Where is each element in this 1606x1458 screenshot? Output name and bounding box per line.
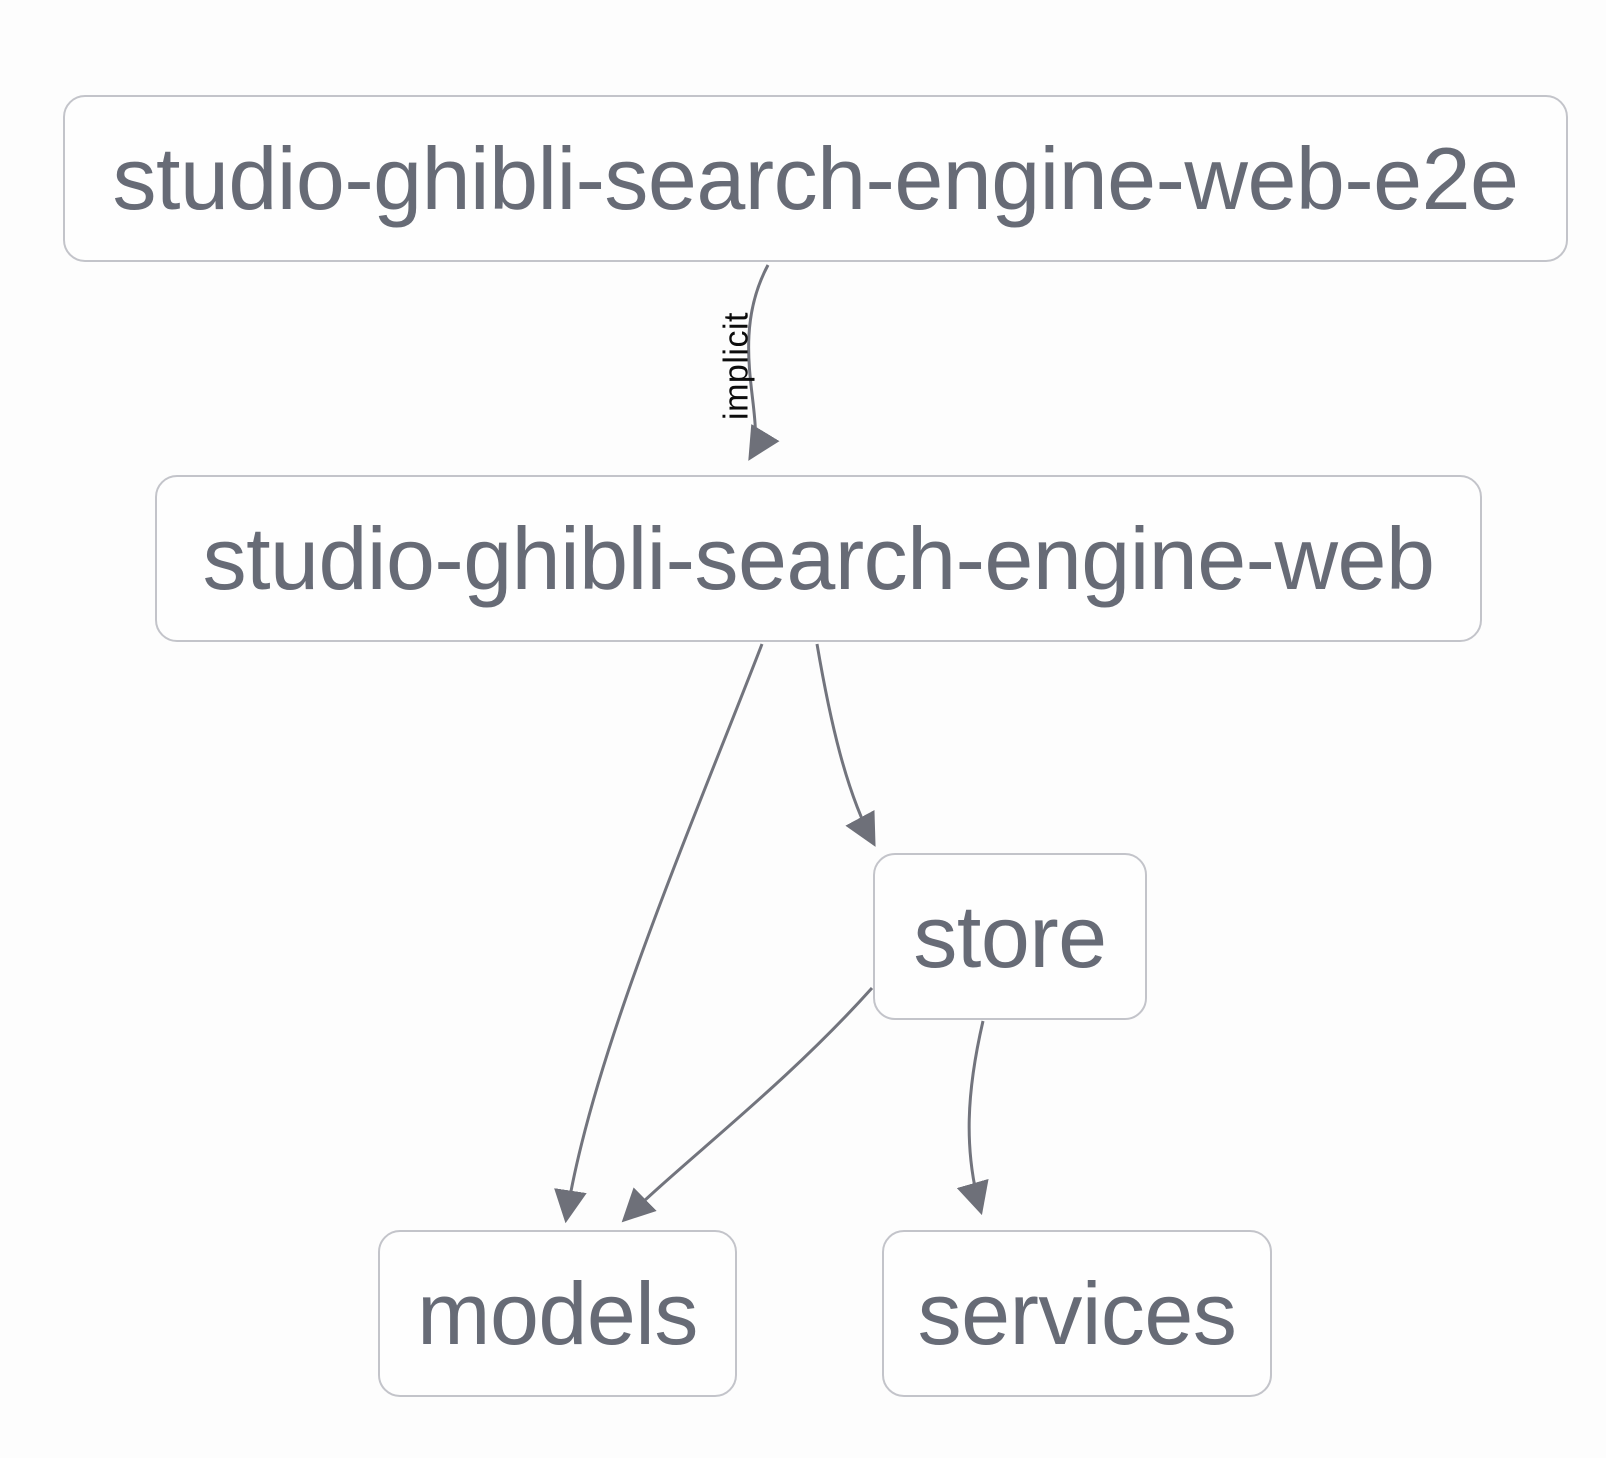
edge-store-to-models bbox=[621, 986, 874, 1223]
node-store[interactable]: store bbox=[873, 853, 1147, 1020]
node-services[interactable]: services bbox=[882, 1230, 1272, 1397]
edge-store-to-services bbox=[956, 1020, 989, 1216]
node-models[interactable]: models bbox=[378, 1230, 737, 1397]
node-studio-ghibli-search-engine-web-e2e[interactable]: studio-ghibli-search-engine-web-e2e bbox=[63, 95, 1568, 262]
edge-web-to-models bbox=[554, 643, 764, 1224]
node-studio-ghibli-search-engine-web[interactable]: studio-ghibli-search-engine-web bbox=[155, 475, 1482, 642]
edge-web-to-store bbox=[815, 643, 876, 847]
edge-label-implicit: implicit bbox=[717, 312, 756, 420]
